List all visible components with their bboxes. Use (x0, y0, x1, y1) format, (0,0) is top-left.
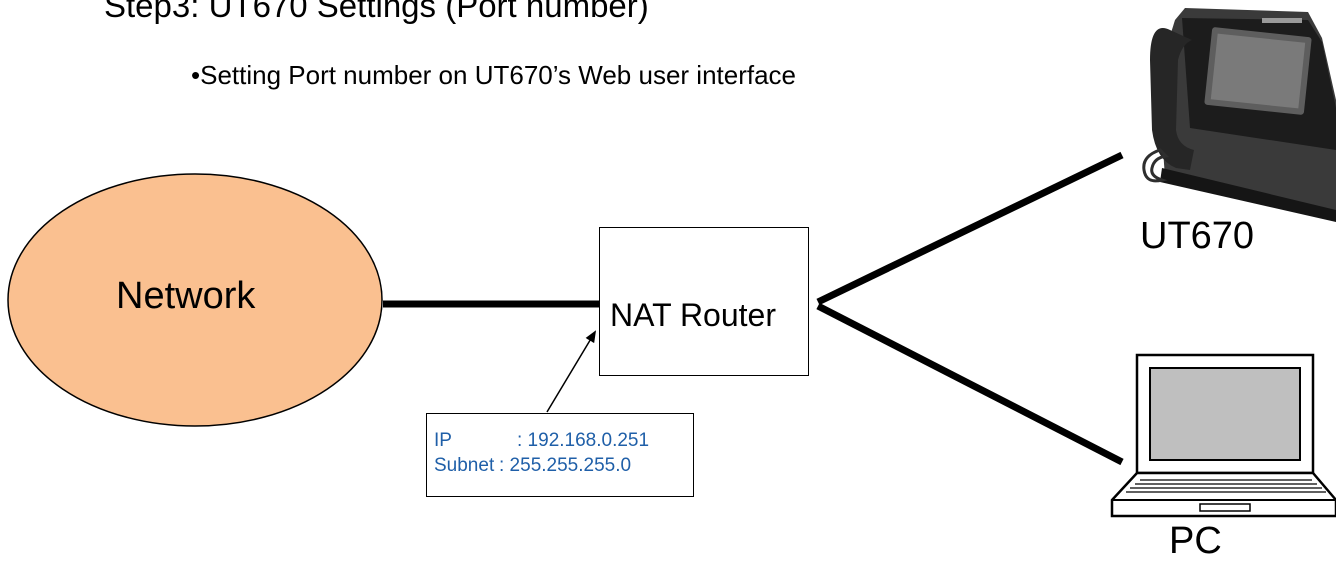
callout-arrow (546, 330, 597, 413)
ip-address-row: IP : 192.168.0.251 (434, 429, 649, 453)
ip-key: IP (434, 430, 452, 451)
nat-router-node: NAT Router (599, 227, 809, 376)
nat-router-label: NAT Router (610, 297, 776, 333)
subnet-key: Subnet (434, 455, 495, 476)
desk-ip-phone-icon (1142, 8, 1336, 222)
pc-label: PC (1169, 520, 1222, 562)
subnet-row: Subnet: 255.255.255.0 (434, 454, 631, 478)
router-pc-link (816, 302, 1124, 466)
page-title: Step3: UT670 Settings (Port number) (104, 0, 649, 24)
router-phone-link (816, 151, 1124, 306)
page-subtitle: •Setting Port number on UT670’s Web user… (191, 60, 797, 90)
network-node (7, 173, 383, 427)
ip-value: : 192.168.0.251 (517, 430, 650, 451)
subnet-value: : 255.255.255.0 (499, 455, 632, 476)
network-label: Network (116, 275, 256, 317)
ut670-label: UT670 (1140, 215, 1255, 257)
ip-callout-box: IP : 192.168.0.251 Subnet: 255.255.255.0 (426, 413, 694, 497)
laptop-icon (1110, 353, 1336, 518)
